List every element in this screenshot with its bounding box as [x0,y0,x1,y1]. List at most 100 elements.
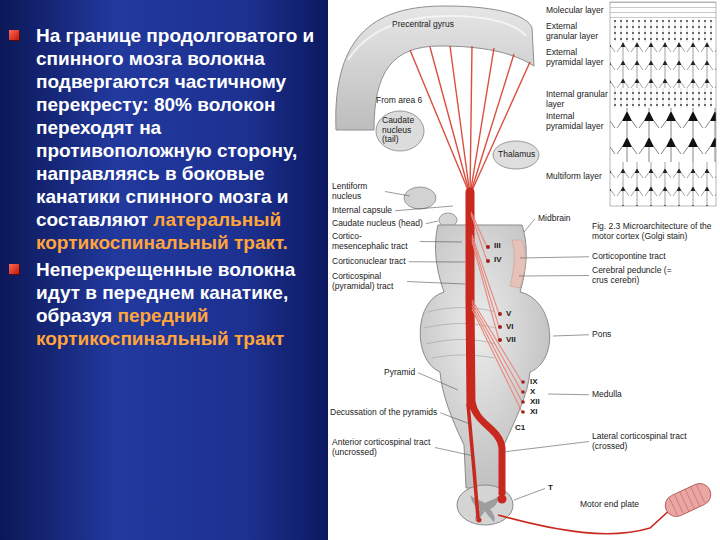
lateral-tract-dot [498,495,507,504]
layer-label: Multiform layer [546,172,608,182]
structure-label: Motor end plate [580,500,639,510]
explanation-text: На границе продолговатого и спинного моз… [36,25,314,230]
pons-striations [424,308,495,359]
structure-label: Decussation of the pyramids [330,408,437,418]
muscle-fiber-part [662,480,715,520]
explanation-column: На границе продолговатого и спинного моз… [36,24,320,350]
cortical-fibers-part [470,46,472,195]
layer-label: Internal pyramidal layer [546,112,608,131]
muscle-fiber-part [669,484,705,517]
leader-line [514,488,545,500]
structure-label: Midbrain [538,214,571,224]
nerve-nuclei-part [498,312,502,316]
structure-label: Caudate nucleus (tail) [382,116,422,145]
cortical-fibers-part [470,48,494,195]
nerve-nuclei-part [521,410,525,414]
nerve-nuclei-part [521,380,525,384]
cortical-fibers-part [470,62,530,195]
left-panel [0,0,328,540]
motor-cortex-microarchitecture-part [610,2,716,206]
corticonuclear-fibers-part [472,303,522,392]
layer-label: Molecular layer [546,6,608,16]
cortical-fibers-part [410,50,470,195]
structure-label: Precentral gyrus [392,20,454,30]
motor-cortex-microarchitecture-part [610,2,716,20]
leader-line [440,413,470,424]
motor-cortex-microarchitecture-part [610,20,716,42]
structure-label: Corticopontine tract [592,252,702,262]
leader-line [553,335,589,336]
leader-line [519,275,589,276]
cranial-nerve-numeral: XII [530,398,540,407]
bullet-square [9,264,19,274]
leader-line [385,192,410,196]
leader-line [418,373,458,390]
motor-cortex-microarchitecture-part [610,88,716,108]
structure-label: Corticospinal (pyramidal) tract [332,272,404,291]
nerve-nuclei-part [521,400,525,404]
leader-line [409,261,465,262]
corticonuclear-fibers-part [472,309,522,412]
cortical-fibers-part [430,47,470,195]
structure-label: Cerebral peduncle (= crus cerebri) [592,266,672,285]
cranial-nerve-numeral: VI [506,323,514,332]
layer-label: External granular layer [546,22,608,41]
nerve-nuclei [486,245,525,414]
nerve-nuclei-part [486,259,490,263]
grey-matter [470,495,500,522]
structure-label: Cortico- mesencephalic tract [332,232,417,251]
nerve-nuclei-part [498,325,502,329]
leader-line [395,206,453,211]
cranial-nerve-numeral: XI [530,408,538,417]
structure-label: Medulla [592,390,622,400]
cortex-highlight [348,16,526,60]
cortical-fibers-part [470,54,514,195]
structure-label: From area 6 [376,96,422,106]
lentiform-shape [404,187,436,209]
segment-label: C1 [515,424,525,433]
leader-line [426,221,438,224]
cranial-nerve-numeral: VII [506,336,516,345]
cortical-fibers [410,46,530,195]
cerebral-peduncle [510,240,526,288]
corticospinal-tract [470,192,471,405]
nerve-nuclei-part [521,390,525,394]
thalamus-shape [493,141,539,169]
segment-label: T [548,484,553,493]
cortical-fibers-part [450,46,470,195]
cranial-nerve-numeral: III [494,242,501,251]
leader-line [548,394,589,396]
nerve-nuclei-part [498,338,502,342]
structure-label: Anterior corticospinal tract (uncrossed) [332,438,432,457]
motor-cortex-microarchitecture-part [610,42,716,88]
corticonuclear-fibers-part [472,300,522,382]
leader-line [503,442,589,452]
right-panel [328,0,720,540]
motor-nerve [498,508,672,534]
nerve-nuclei-part [486,245,490,249]
caudate-tail [376,111,424,151]
structure-label: Lentiform nucleus [332,182,382,201]
anterior-tract-dot [477,518,482,523]
leader-line [520,257,589,258]
cranial-nerve-numeral: V [506,310,511,319]
cranial-nerve-numeral: IV [494,256,502,265]
leader-line [407,282,465,284]
structure-label: Caudate nucleus (head) [332,219,423,229]
bullet-square [9,30,19,40]
structure-label: Corticonuclear tract [332,257,406,267]
structure-label: Internal capsule [332,206,392,216]
figure-caption: Fig. 2.3 Microarchitecture of the motor … [592,222,714,241]
structure-label: Lateral corticospinal tract (crossed) [592,432,702,451]
structure-label: Pyramid [384,368,415,378]
cranial-nerve-numeral: X [530,388,535,397]
structure-label: Thalamus [498,150,535,160]
paragraph: Неперекрещенные волокна идут в переднем … [36,258,320,350]
layer-label: Internal granular layer [546,90,608,109]
leader-line [524,219,535,232]
corticonuclear-fibers [471,212,522,412]
cranial-nerve-numeral: IX [530,378,538,387]
motor-cortex-microarchitecture-part [610,162,716,206]
leader-line [420,241,462,242]
